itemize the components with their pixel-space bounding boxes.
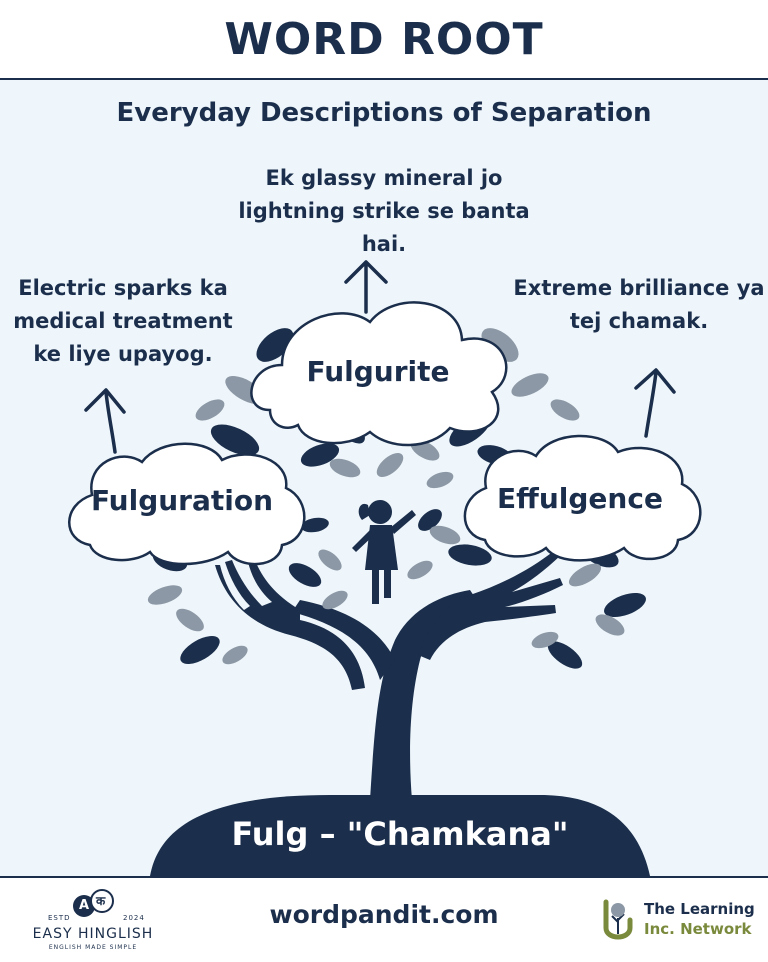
cloud-top <box>250 301 508 447</box>
logo-badge-a: A <box>79 898 90 913</box>
description-top-line: lightning strike se banta <box>238 199 530 223</box>
logo-line2: Inc. Network <box>644 920 752 938</box>
tree-logo-icon <box>603 899 633 940</box>
leaves-light <box>147 328 625 665</box>
cloud-label-right: Effulgence <box>497 482 663 515</box>
arrow-left-icon <box>84 388 126 454</box>
learning-inc-logo: The Learning Inc. Network <box>600 892 760 950</box>
footer: A क ESTD 2024 EASY HINGLISH ENGLISH MADE… <box>0 876 768 962</box>
easy-hinglish-logo: A क ESTD 2024 EASY HINGLISH ENGLISH MADE… <box>28 886 158 956</box>
subtitle: Everyday Descriptions of Separation <box>116 98 652 128</box>
description-top: Ek glassy mineral jo lightning strike se… <box>214 162 554 261</box>
description-right-line: Extreme brilliance ya <box>513 276 765 300</box>
site-url[interactable]: wordpandit.com <box>269 900 499 929</box>
child-figure-icon <box>352 500 416 604</box>
description-left: Electric sparks ka medical treatment ke … <box>0 272 246 371</box>
tree-trunk <box>370 590 478 800</box>
logo-estd: ESTD <box>48 914 71 922</box>
arrows <box>84 260 676 454</box>
description-top-line: Ek glassy mineral jo <box>265 166 503 190</box>
cloud-left <box>68 442 306 566</box>
description-left-line: Electric sparks ka <box>18 276 228 300</box>
left-hand-icon <box>215 560 365 690</box>
root-meaning: Fulg – "Chamkana" <box>231 815 569 853</box>
description-right: Extreme brilliance ya tej chamak. <box>508 272 768 338</box>
logo-name: EASY HINGLISH <box>32 926 154 942</box>
right-hand-icon <box>418 550 563 660</box>
cloud-right <box>463 434 702 562</box>
header-bar: WORD ROOT <box>0 0 768 80</box>
description-left-line: ke liye upayog. <box>33 342 213 366</box>
ground-mound <box>150 795 650 876</box>
logo-tagline: ENGLISH MADE SIMPLE <box>48 944 138 951</box>
cloud-label-top: Fulgurite <box>306 355 450 388</box>
logo-badge-k: क <box>96 894 106 908</box>
description-top-line: hai. <box>361 232 407 256</box>
arrow-top-icon <box>344 260 388 314</box>
tree-branch-left <box>292 600 395 680</box>
arrow-right-icon <box>634 368 676 438</box>
description-left-line: medical treatment <box>13 309 233 333</box>
cloud-label-left: Fulguration <box>90 484 274 517</box>
logo-year: 2024 <box>123 914 145 922</box>
logo-line1: The Learning <box>644 900 755 918</box>
page-title: WORD ROOT <box>224 13 544 65</box>
speech-bubble-icon <box>73 889 114 917</box>
description-right-line: tej chamak. <box>569 309 709 333</box>
tree-illustration <box>68 260 702 876</box>
